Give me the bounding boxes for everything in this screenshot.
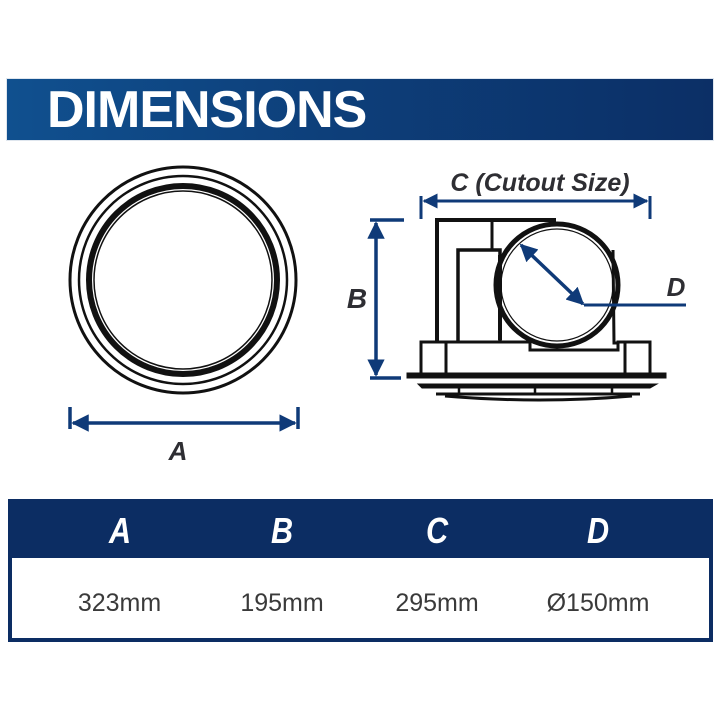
dimension-a-line — [68, 407, 300, 432]
value-b: 195mm — [240, 588, 324, 617]
table-cell-b: 195mm — [207, 558, 357, 638]
dimension-a-label: A — [168, 436, 188, 466]
value-d: Ø150mm — [546, 588, 650, 617]
table-header-a: A — [12, 503, 207, 558]
dimension-c-line — [419, 193, 652, 219]
value-c: 295mm — [395, 588, 479, 617]
header-label-d: D — [586, 509, 610, 551]
dimension-d-line — [519, 243, 686, 307]
top-view-fan-outline — [68, 165, 298, 395]
header-label-b: B — [270, 509, 294, 551]
page-title: DIMENSIONS — [47, 81, 367, 139]
header-label-a: A — [108, 509, 131, 551]
side-view-fan-housing — [406, 218, 667, 402]
dimension-b-line — [367, 218, 404, 380]
dimensions-table: A B C D 323mm 195mm 295mm Ø150mm — [8, 499, 713, 642]
table-header-d: D — [517, 503, 709, 558]
dimension-b-label: B — [347, 283, 367, 314]
header-label-c: C — [425, 509, 449, 551]
dimension-d-label: D — [667, 272, 686, 302]
table-header-row: A B C D — [12, 503, 709, 558]
table-header-b: B — [207, 503, 357, 558]
dimensions-banner: DIMENSIONS — [7, 79, 713, 140]
table-cell-d: Ø150mm — [517, 558, 709, 638]
dimension-c-label: C (Cutout Size) — [450, 169, 629, 197]
value-a: 323mm — [77, 588, 162, 617]
table-row: 323mm 195mm 295mm Ø150mm — [12, 558, 709, 638]
table-header-c: C — [357, 503, 517, 558]
table-cell-a: 323mm — [12, 558, 207, 638]
table-cell-c: 295mm — [357, 558, 517, 638]
